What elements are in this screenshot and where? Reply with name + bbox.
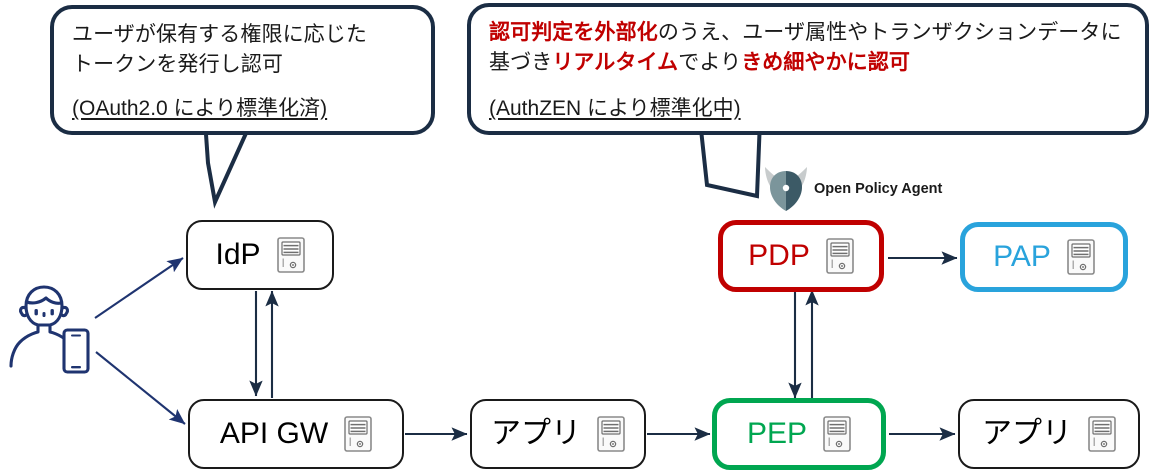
opa-shield-horns-icon xyxy=(765,167,807,211)
node-app-2-label: アプリ xyxy=(982,417,1072,450)
node-api-gateway-label: API GW xyxy=(219,417,329,450)
node-pap[interactable]: PAP xyxy=(960,222,1128,292)
node-app-1[interactable]: アプリ xyxy=(470,399,646,469)
opa-label: Open Policy Agent xyxy=(814,181,943,197)
bubble-right-seg5: でより xyxy=(678,50,742,74)
node-app-1-label: アプリ xyxy=(491,417,581,450)
bubble-left-line2: トークンを発行し認可 xyxy=(72,52,283,76)
bubble-right-seg4: リアルタイム xyxy=(552,50,679,74)
server-icon xyxy=(344,416,372,452)
server-icon xyxy=(1067,239,1095,275)
server-icon xyxy=(597,416,625,452)
bubble-right-seg3: データに基づき xyxy=(489,21,1122,74)
bubble-right-seg1: 認可判定を外部化 xyxy=(489,21,658,44)
bubble-left-line1: ユーザが保有する権限に応じた xyxy=(72,23,367,46)
node-pap-label: PAP xyxy=(993,240,1051,273)
server-icon xyxy=(826,238,854,274)
bubble-right-seg6: きめ細やかに認可 xyxy=(741,50,910,74)
bubble-right-body: 認可判定を外部化のうえ、ユーザ属性やトランザクションデータに基づきリアルタイムで… xyxy=(489,18,1133,78)
user-with-smartphone-icon xyxy=(9,285,90,374)
speech-bubble-left: ユーザが保有する権限に応じたトークンを発行し認可 (OAuth2.0 により標準… xyxy=(50,5,435,135)
node-pep-label: PEP xyxy=(746,417,808,450)
bubble-left-body: ユーザが保有する権限に応じたトークンを発行し認可 xyxy=(72,20,419,80)
node-pdp-label: PDP xyxy=(748,239,810,272)
bubble-left-note: (OAuth2.0 により標準化済) xyxy=(72,97,328,120)
bubble-right-seg2: のうえ、ユーザ属性やトランザクション xyxy=(657,21,1038,44)
server-icon xyxy=(1088,416,1116,452)
node-idp-label: IdP xyxy=(215,238,261,271)
arrow-user-to-idp xyxy=(94,257,184,319)
node-api-gateway[interactable]: API GW xyxy=(188,399,404,469)
open-policy-agent-logo: Open Policy Agent xyxy=(762,163,947,215)
speech-bubble-right: 認可判定を外部化のうえ、ユーザ属性やトランザクションデータに基づきリアルタイムで… xyxy=(467,3,1149,135)
bubble-right-note: (AuthZEN により標準化中) xyxy=(489,97,741,120)
server-icon xyxy=(823,416,851,452)
node-pdp[interactable]: PDP xyxy=(718,220,884,292)
node-idp[interactable]: IdP xyxy=(186,220,334,290)
arrow-user-to-apigw xyxy=(95,351,186,425)
node-pep[interactable]: PEP xyxy=(712,398,886,470)
server-icon xyxy=(276,237,305,273)
node-app-2[interactable]: アプリ xyxy=(958,399,1140,469)
